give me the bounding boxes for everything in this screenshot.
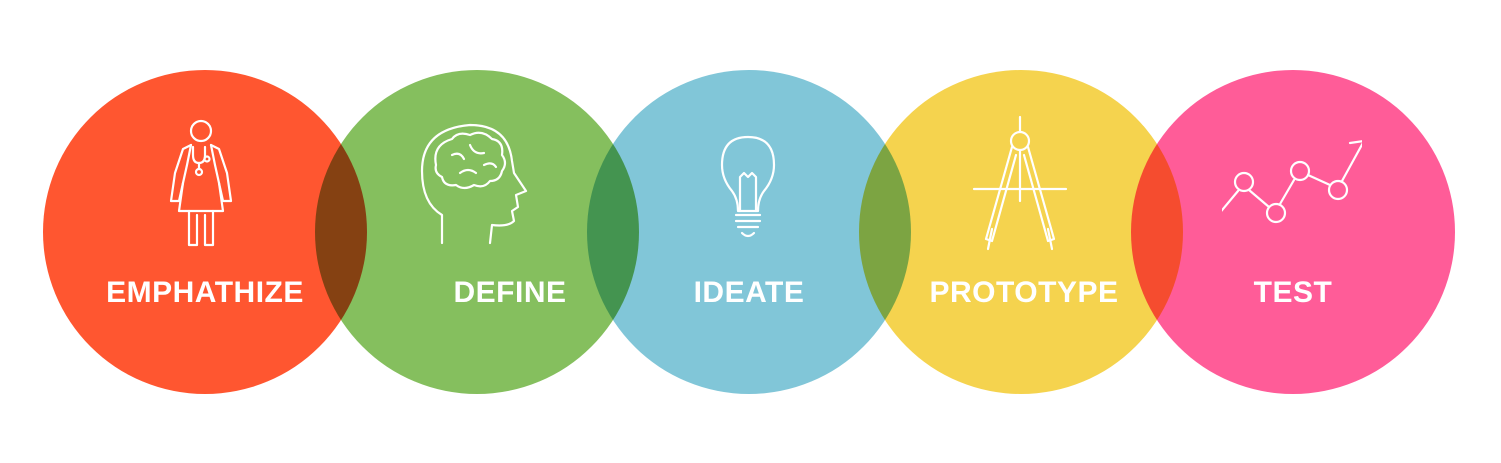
define-label: DEFINE bbox=[453, 276, 567, 309]
ideate-label: IDEATE bbox=[693, 276, 805, 309]
trend-chart-icon bbox=[1222, 115, 1362, 255]
drafting-compass-icon bbox=[952, 115, 1092, 255]
emphathize-label: EMPHATHIZE bbox=[106, 276, 304, 309]
light-bulb-icon bbox=[678, 115, 818, 255]
test-label: TEST bbox=[1253, 276, 1333, 309]
define-circle bbox=[315, 70, 639, 394]
test-circle bbox=[1131, 70, 1455, 394]
doctor-icon bbox=[135, 115, 275, 255]
prototype-label: PROTOTYPE bbox=[929, 276, 1119, 309]
head-brain-icon bbox=[408, 115, 548, 255]
ideate-circle bbox=[587, 70, 911, 394]
